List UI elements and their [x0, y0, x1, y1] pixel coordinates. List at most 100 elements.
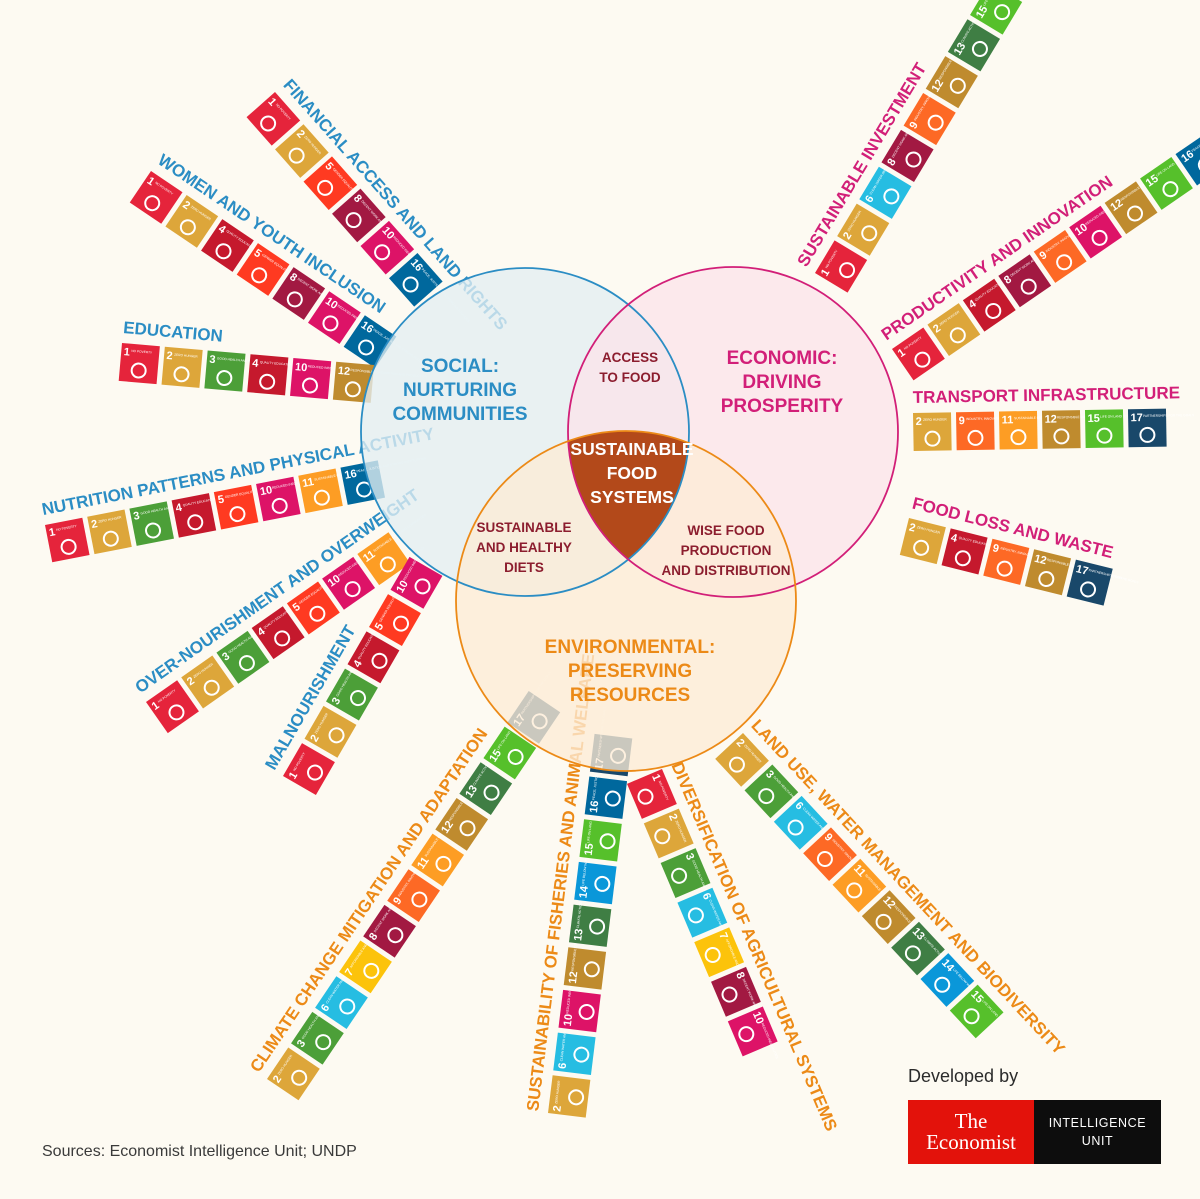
sdg-goal-number: 1 [48, 526, 56, 539]
sdg-goal-pictogram [130, 362, 147, 379]
sdg-goal-1-tile: 1NO POVERTY [815, 240, 868, 293]
sdg-goal-pictogram [883, 188, 900, 205]
sdg-goal-pictogram [971, 40, 988, 57]
sdg-goal-number: 15 [1144, 173, 1161, 190]
sdg-goal-pictogram [728, 756, 745, 773]
sdg-goal-pictogram [339, 998, 356, 1015]
sdg-goal-name: NO POVERTY [131, 349, 153, 355]
sdg-goal-number: 12 [567, 971, 580, 985]
sdg-goal-number: 9 [907, 120, 920, 131]
sdg-goal-number: 15 [1088, 413, 1100, 425]
sdg-goal-pictogram [344, 581, 361, 598]
sdg-goal-pictogram [274, 630, 291, 647]
sdg-goal-number: 10 [562, 1013, 575, 1027]
sdg-goal-pictogram [144, 195, 161, 212]
sdg-goal-pictogram [875, 913, 892, 930]
sdg-goal-number: 13 [463, 783, 480, 800]
sdg-goal-pictogram [216, 370, 233, 387]
sdg-goal-number: 11 [1002, 414, 1014, 426]
spoke-label: EDUCATION [123, 318, 224, 346]
sdg-goal-number: 1 [819, 267, 832, 278]
sdg-goal-pictogram [924, 430, 941, 447]
sdg-goal-number: 9 [959, 415, 965, 427]
sdg-goal-number: 6 [700, 891, 713, 901]
sdg-goal-1-tile: 1NO POVERTY [246, 92, 301, 146]
sdg-goal-number: 11 [301, 476, 315, 490]
sdg-goal-pictogram [654, 828, 671, 845]
sdg-goal-pictogram [344, 381, 361, 398]
sdg-goal-name: LIFE BELOW WATER [581, 854, 589, 886]
sdg-goal-pictogram [1080, 581, 1097, 598]
developed-by-label: Developed by [908, 1066, 1019, 1086]
sdg-goal-pictogram [573, 1046, 590, 1063]
sdg-goal-pictogram [345, 212, 362, 229]
sdg-goal-pictogram [589, 918, 606, 935]
sdg-goal-pictogram [738, 1026, 755, 1043]
sdg-goal-pictogram [1096, 427, 1113, 444]
economist-intelligence-unit-logo: The Economist INTELLIGENCE UNIT [908, 1100, 1161, 1164]
sdg-goal-pictogram [963, 1008, 980, 1025]
sdg-goal-pictogram [363, 962, 380, 979]
sdg-goal-pictogram [578, 1003, 595, 1020]
sdg-goal-name: LIFE ON LAND [586, 820, 593, 843]
sdg-goal-pictogram [604, 790, 621, 807]
sdg-goal-number: 4 [950, 532, 960, 545]
sdg-goal-pictogram [846, 882, 863, 899]
sdg-goal-pictogram [187, 514, 204, 531]
sdg-goal-pictogram [145, 522, 162, 539]
sdg-goal-number: 10 [326, 573, 343, 590]
spoke-label: TRANSPORT INFRASTRUCTURE [913, 383, 1181, 407]
spoke-label: LAND USE, WATER MANAGEMENT AND BIODIVERS… [747, 716, 1069, 1059]
economist-logo-red: The Economist [908, 1100, 1034, 1164]
sdg-goal-pictogram [568, 1089, 585, 1106]
sdg-goal-pictogram [411, 891, 428, 908]
sdg-goal-pictogram [203, 679, 220, 696]
sdg-goal-pictogram [168, 704, 185, 721]
sdg-goal-number: 16 [343, 468, 357, 482]
sdg-goal-number: 7 [716, 931, 729, 941]
sdg-goal-name: QUALITY EDUCATION [260, 360, 294, 367]
sdg-goal-name: REDUCED INEQUALITIES [308, 364, 347, 371]
sdg-goal-pictogram [949, 77, 966, 94]
sdg-goal-number: 16 [1179, 148, 1196, 165]
sdg-goal-number: 8 [287, 271, 299, 284]
sdg-goal-pictogram [179, 219, 196, 236]
sdg-goal-number: 2 [308, 733, 321, 744]
sdg-goal-number: 12 [439, 819, 456, 836]
sdg-goal-number: 2 [666, 812, 679, 822]
sdg-goal-number: 2 [271, 1074, 284, 1086]
sdg-goal-pictogram [307, 764, 324, 781]
sdg-goal-number: 3 [330, 696, 343, 707]
sdg-goal-pictogram [317, 179, 334, 196]
sdg-goal-pictogram [704, 946, 721, 963]
sdg-goal-number: 14 [577, 884, 591, 898]
sdg-goal-pictogram [721, 986, 738, 1003]
sdg-goal-number: 5 [252, 247, 264, 260]
sdg-goal-pictogram [414, 578, 431, 595]
intelligence-unit-block: INTELLIGENCE UNIT [1034, 1100, 1161, 1164]
sdg-goal-number: 8 [885, 157, 898, 168]
sdg-goal-name: ZERO HUNGER [917, 525, 941, 535]
sdg-goal-pictogram [861, 225, 878, 242]
sdg-goal-number: 2 [841, 230, 854, 241]
